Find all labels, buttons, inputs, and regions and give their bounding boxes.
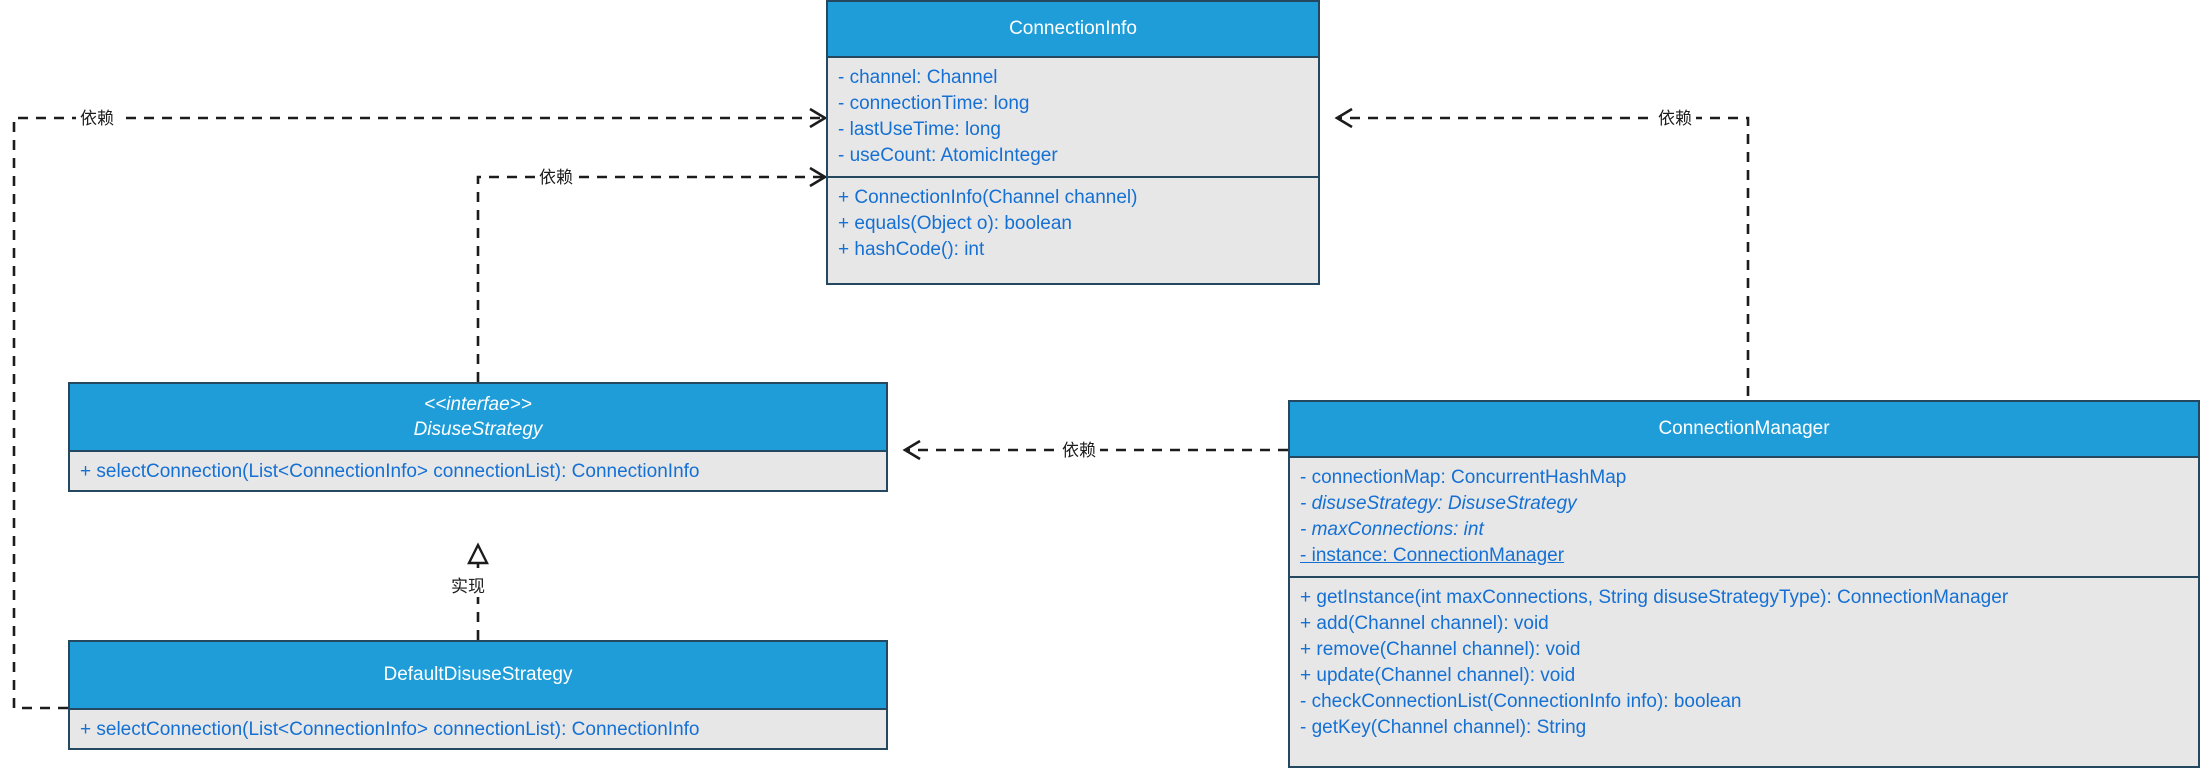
edge-label-default-implements-disusestrategy: 实现 [447, 572, 489, 597]
attribute-row: - channel: Channel [838, 67, 998, 88]
attribute-row: - disuseStrategy: DisuseStrategy [1300, 493, 1577, 514]
method-row: - checkConnectionList(ConnectionInfo inf… [1300, 691, 1742, 712]
class-header-connection-manager: ConnectionManager [1290, 402, 2198, 458]
method-row: - getKey(Channel channel): String [1300, 717, 1587, 738]
method-row: + update(Channel channel): void [1300, 665, 1576, 686]
edge-label-disusestrategy-to-connectioninfo: 依赖 [535, 163, 577, 188]
methods-section-disuse-strategy: + selectConnection(List<ConnectionInfo> … [70, 452, 886, 490]
class-header-connection-info: ConnectionInfo [828, 2, 1318, 58]
class-box-connection-info[interactable]: ConnectionInfo - channel: Channel - conn… [826, 0, 1320, 285]
method-row: + ConnectionInfo(Channel channel) [838, 187, 1138, 208]
class-box-default-disuse-strategy[interactable]: DefaultDisuseStrategy + selectConnection… [68, 640, 888, 750]
method-row: + add(Channel channel): void [1300, 613, 1549, 634]
method-row: + selectConnection(List<ConnectionInfo> … [80, 461, 700, 482]
method-row: + selectConnection(List<ConnectionInfo> … [80, 719, 700, 740]
attribute-row: - lastUseTime: long [838, 119, 1001, 140]
attributes-section-connection-info: - channel: Channel - connectionTime: lon… [828, 58, 1318, 176]
edge-label-default-to-connectioninfo: 依赖 [76, 104, 118, 129]
attribute-row: - useCount: AtomicInteger [838, 145, 1058, 166]
edge-label-manager-to-connectioninfo: 依赖 [1654, 104, 1696, 129]
methods-section-default-disuse-strategy: + selectConnection(List<ConnectionInfo> … [70, 710, 886, 748]
attribute-row: - maxConnections: int [1300, 519, 1484, 540]
attribute-row: - connectionMap: ConcurrentHashMap [1300, 467, 1627, 488]
class-header-default-disuse-strategy: DefaultDisuseStrategy [70, 642, 886, 710]
attribute-row: - connectionTime: long [838, 93, 1030, 114]
method-row: + hashCode(): int [838, 239, 985, 260]
edge-disusestrategy-to-connectioninfo [476, 166, 828, 382]
edge-manager-to-connectioninfo [1334, 107, 1750, 414]
method-row: + equals(Object o): boolean [838, 213, 1072, 234]
class-name-default-disuse-strategy: DefaultDisuseStrategy [383, 664, 573, 686]
class-name-disuse-strategy: DisuseStrategy [413, 419, 543, 440]
attribute-row: - instance: ConnectionManager [1300, 545, 1565, 566]
class-name-connection-info: ConnectionInfo [1009, 18, 1137, 40]
class-box-connection-manager[interactable]: ConnectionManager - connectionMap: Concu… [1288, 400, 2200, 768]
class-header-disuse-strategy: <<interfae>> DisuseStrategy [70, 384, 886, 452]
attributes-section-connection-manager: - connectionMap: ConcurrentHashMap - dis… [1290, 458, 2198, 576]
class-name-connection-manager: ConnectionManager [1658, 418, 1830, 440]
method-row: + getInstance(int maxConnections, String… [1300, 587, 2009, 608]
methods-section-connection-manager: + getInstance(int maxConnections, String… [1290, 576, 2198, 749]
method-row: + remove(Channel channel): void [1300, 639, 1581, 660]
methods-section-connection-info: + ConnectionInfo(Channel channel) + equa… [828, 176, 1318, 271]
class-box-disuse-strategy[interactable]: <<interfae>> DisuseStrategy + selectConn… [68, 382, 888, 492]
class-stereotype-disuse-strategy: <<interfae>> [424, 393, 532, 415]
edge-label-manager-to-disusestrategy: 依赖 [1058, 436, 1100, 461]
